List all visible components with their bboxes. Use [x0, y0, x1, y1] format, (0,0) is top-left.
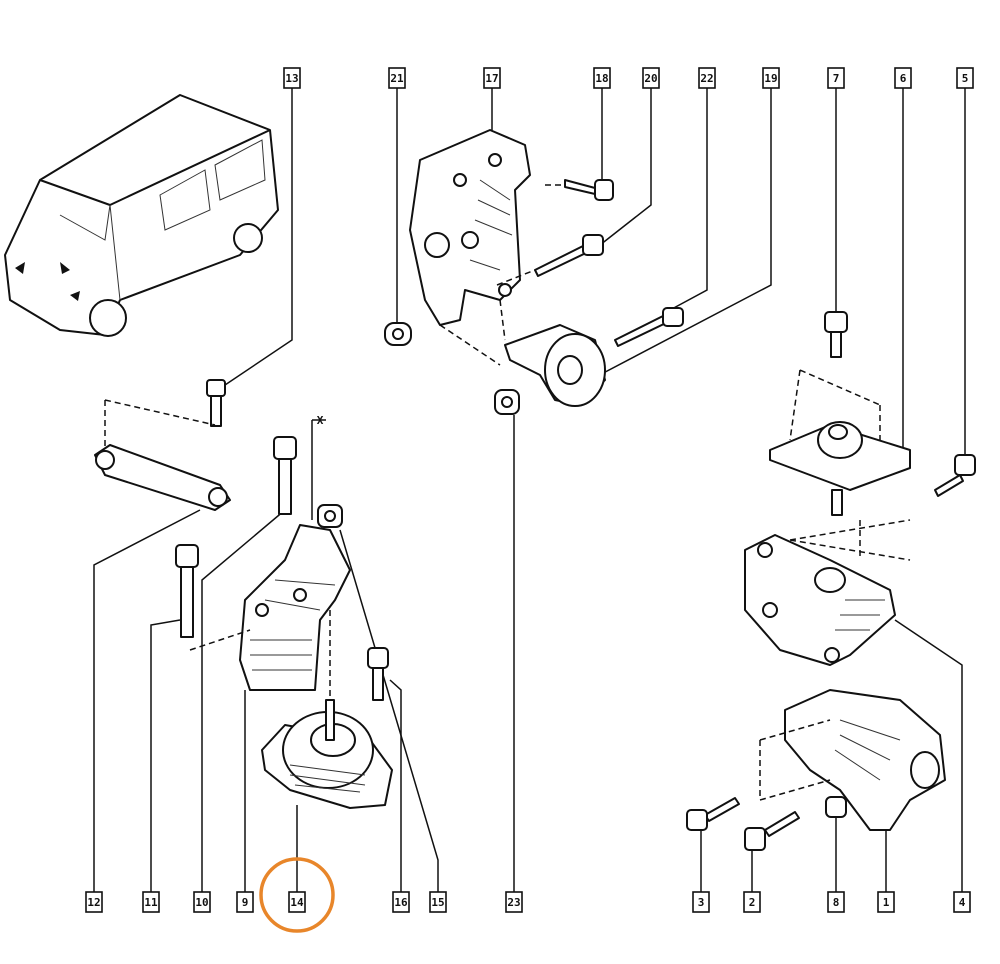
callout-17: 17 — [483, 67, 501, 89]
leader-line-10 — [201, 509, 286, 892]
callout-number: 21 — [390, 72, 404, 85]
bolt-16 — [367, 647, 389, 701]
callout-number: 22 — [700, 72, 713, 85]
bolt-7 — [824, 311, 848, 358]
callout-22: 22 — [698, 67, 716, 89]
callout-number: 10 — [195, 896, 208, 909]
callout-8: 8 — [827, 891, 845, 913]
callout-3: 3 — [692, 891, 710, 913]
callout-number: 1 — [883, 896, 890, 909]
leader-line-11 — [150, 619, 181, 892]
callout-number: 4 — [959, 896, 966, 909]
callout-21: 21 — [388, 67, 406, 89]
callout-number: 7 — [833, 72, 840, 85]
mount-pad-6 — [769, 421, 911, 516]
nut-8 — [825, 796, 847, 818]
mount-19 — [504, 324, 606, 407]
leader-line-13 — [224, 88, 293, 386]
callout-15: 15 — [429, 891, 447, 913]
callout-18: 18 — [593, 67, 611, 89]
highlight-circle-14 — [259, 857, 335, 933]
callout-number: 17 — [485, 72, 498, 85]
axis-marker-x: X — [317, 414, 324, 427]
callout-number: 19 — [764, 72, 777, 85]
bracket-upper — [744, 534, 896, 666]
bracket-9 — [239, 524, 351, 691]
bolt-11 — [175, 544, 199, 638]
bolt-2 — [744, 811, 800, 851]
bolt-20 — [534, 234, 604, 277]
callout-6: 6 — [894, 67, 912, 89]
van-illustration — [4, 94, 279, 337]
callout-20: 20 — [642, 67, 660, 89]
callout-number: 3 — [698, 896, 705, 909]
callout-number: 2 — [749, 896, 756, 909]
callout-number: 20 — [644, 72, 657, 85]
callout-number: 6 — [900, 72, 907, 85]
torque-link-12 — [94, 444, 231, 511]
callout-number: 5 — [962, 72, 969, 85]
callout-16: 16 — [392, 891, 410, 913]
callout-19: 19 — [762, 67, 780, 89]
callout-1: 1 — [877, 891, 895, 913]
bolt-3 — [686, 797, 740, 831]
leader-line-4 — [894, 619, 963, 892]
bracket-1 — [784, 689, 946, 831]
bush-21 — [384, 322, 412, 346]
callout-number: 23 — [507, 896, 520, 909]
callout-number: 16 — [394, 896, 408, 909]
callout-number: 18 — [595, 72, 608, 85]
callout-number: 12 — [87, 896, 100, 909]
bolt-10 — [273, 436, 297, 515]
bolt-13 — [206, 379, 226, 427]
leader-line-20 — [599, 88, 652, 246]
callout-13: 13 — [283, 67, 301, 89]
engine-mount-14 — [261, 699, 393, 809]
callout-9: 9 — [236, 891, 254, 913]
callout-23: 23 — [505, 891, 523, 913]
callout-5: 5 — [956, 67, 974, 89]
leader-line-15 — [339, 529, 439, 892]
callout-number: 15 — [431, 896, 444, 909]
callout-12: 12 — [85, 891, 103, 913]
callout-number: 14 — [290, 896, 304, 909]
callout-10: 10 — [193, 891, 211, 913]
nut-23 — [494, 389, 520, 415]
leader-line-22 — [669, 88, 708, 311]
callout-4: 4 — [953, 891, 971, 913]
leader-line-12 — [93, 509, 201, 892]
bolt-5 — [934, 454, 976, 497]
leader-line-19 — [589, 88, 772, 381]
callout-14: 14 — [288, 891, 306, 913]
bolt-18 — [564, 179, 614, 201]
callout-number: 11 — [144, 896, 158, 909]
callout-2: 2 — [743, 891, 761, 913]
callout-number: 9 — [242, 896, 249, 909]
callout-number: 13 — [285, 72, 298, 85]
callout-11: 11 — [142, 891, 160, 913]
callout-7: 7 — [827, 67, 845, 89]
callout-number: 8 — [833, 896, 840, 909]
gearbox-bracket-17 — [409, 129, 531, 326]
leader-line-16 — [389, 679, 402, 892]
bolt-22 — [614, 307, 684, 347]
leader-lines — [93, 88, 966, 892]
nut-15 — [317, 504, 343, 528]
